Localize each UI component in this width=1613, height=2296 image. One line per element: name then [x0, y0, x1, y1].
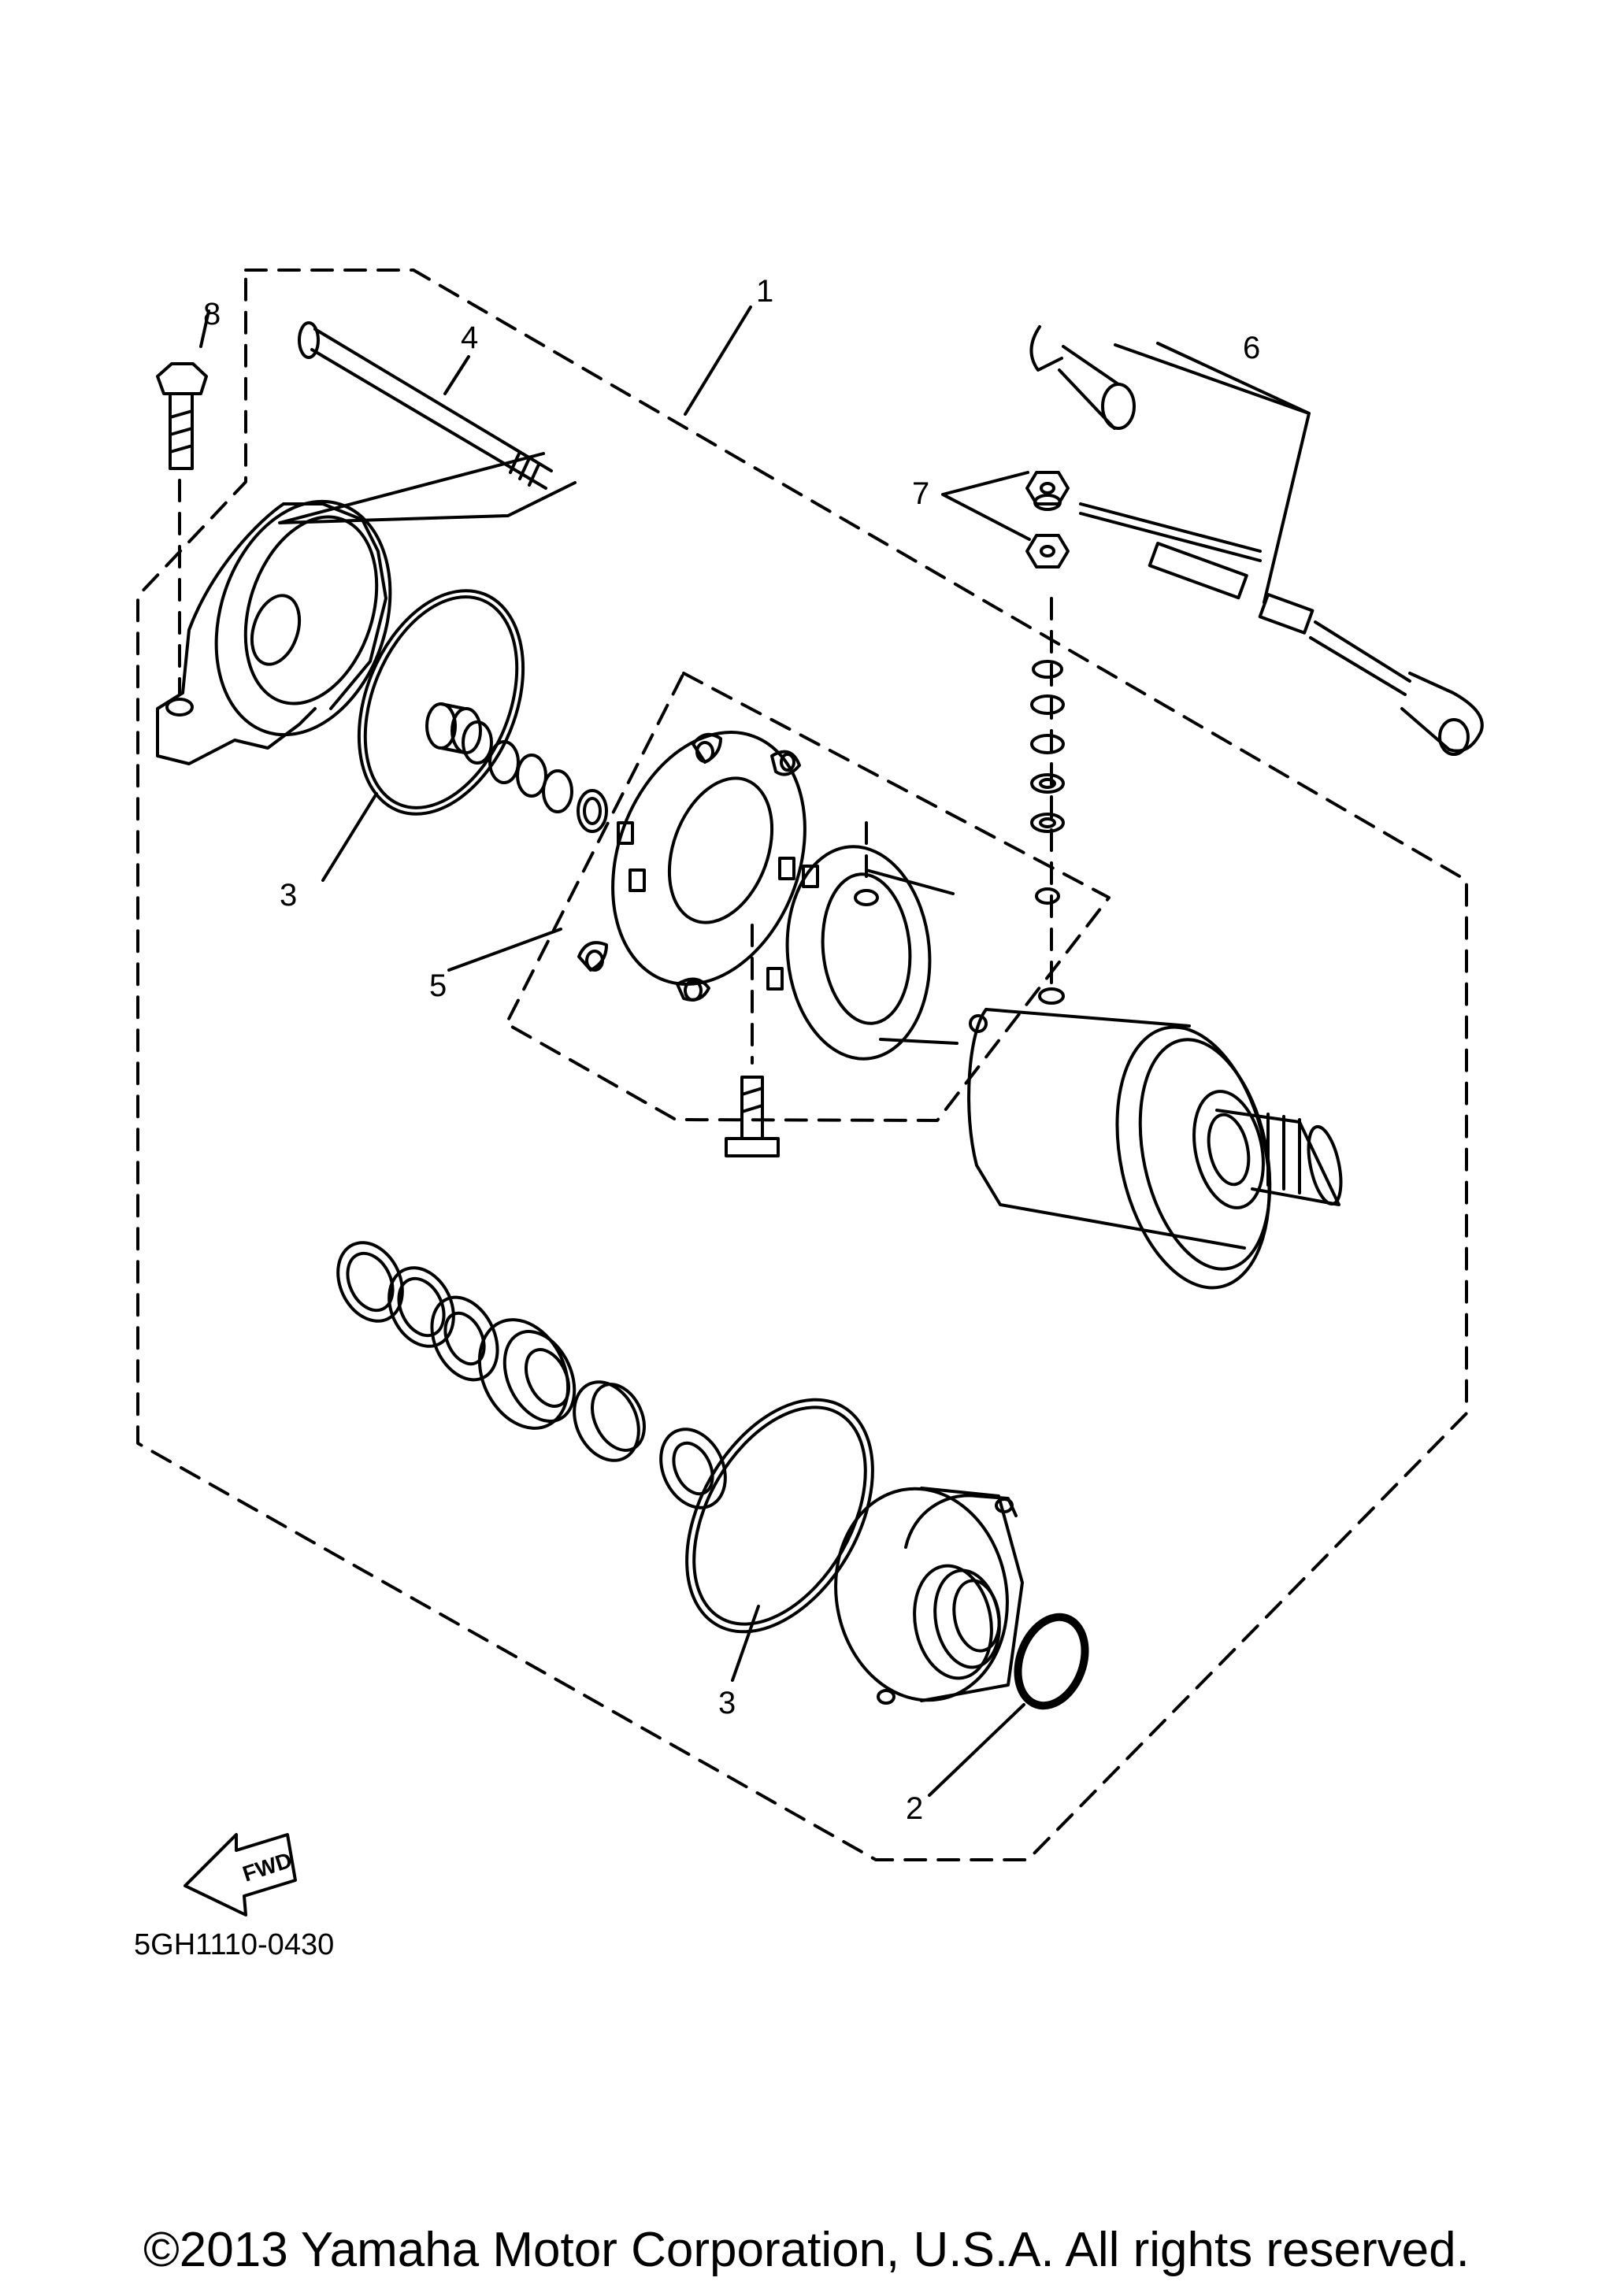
callout-3-lower: 3: [718, 1686, 736, 1720]
washer-stack-upper: [425, 702, 608, 833]
callout-2: 2: [906, 1791, 923, 1826]
o-ring-upper: [357, 589, 525, 816]
brush-plate: [611, 731, 819, 991]
brush-holder: [785, 821, 959, 1061]
brush-screw: [725, 924, 780, 1157]
assembly-outline: [136, 268, 1468, 1861]
callout-7: 7: [912, 476, 929, 511]
callout-8: 8: [203, 297, 221, 331]
fwd-arrow-icon: [184, 1833, 297, 1916]
armature: [967, 597, 1343, 1290]
callout-6: 6: [1243, 331, 1260, 365]
washer-stack-lower: [336, 1241, 727, 1509]
o-ring-2: [1014, 1613, 1089, 1710]
nut-stack-7: [1025, 471, 1070, 905]
rear-cover: [156, 499, 392, 765]
starter-cable-6: [1029, 325, 1484, 756]
brush-springs: [577, 732, 801, 1002]
brush-group-outline: [505, 672, 1111, 1122]
through-bolt-4: [298, 321, 553, 490]
bolt-8: [156, 362, 208, 696]
copyright-notice: ©2013 Yamaha Motor Corporation, U.S.A. A…: [143, 2223, 1470, 2277]
callout-4: 4: [461, 320, 478, 355]
callout-5: 5: [429, 968, 447, 1003]
callout-1: 1: [756, 274, 773, 309]
fwd-label: FWD: [239, 1848, 295, 1887]
diagram-code: 5GH1110-0430: [134, 1928, 334, 1961]
o-ring-lower: [685, 1398, 874, 1634]
front-cover: [834, 1487, 1024, 1705]
callout-3-upper: 3: [280, 878, 297, 913]
